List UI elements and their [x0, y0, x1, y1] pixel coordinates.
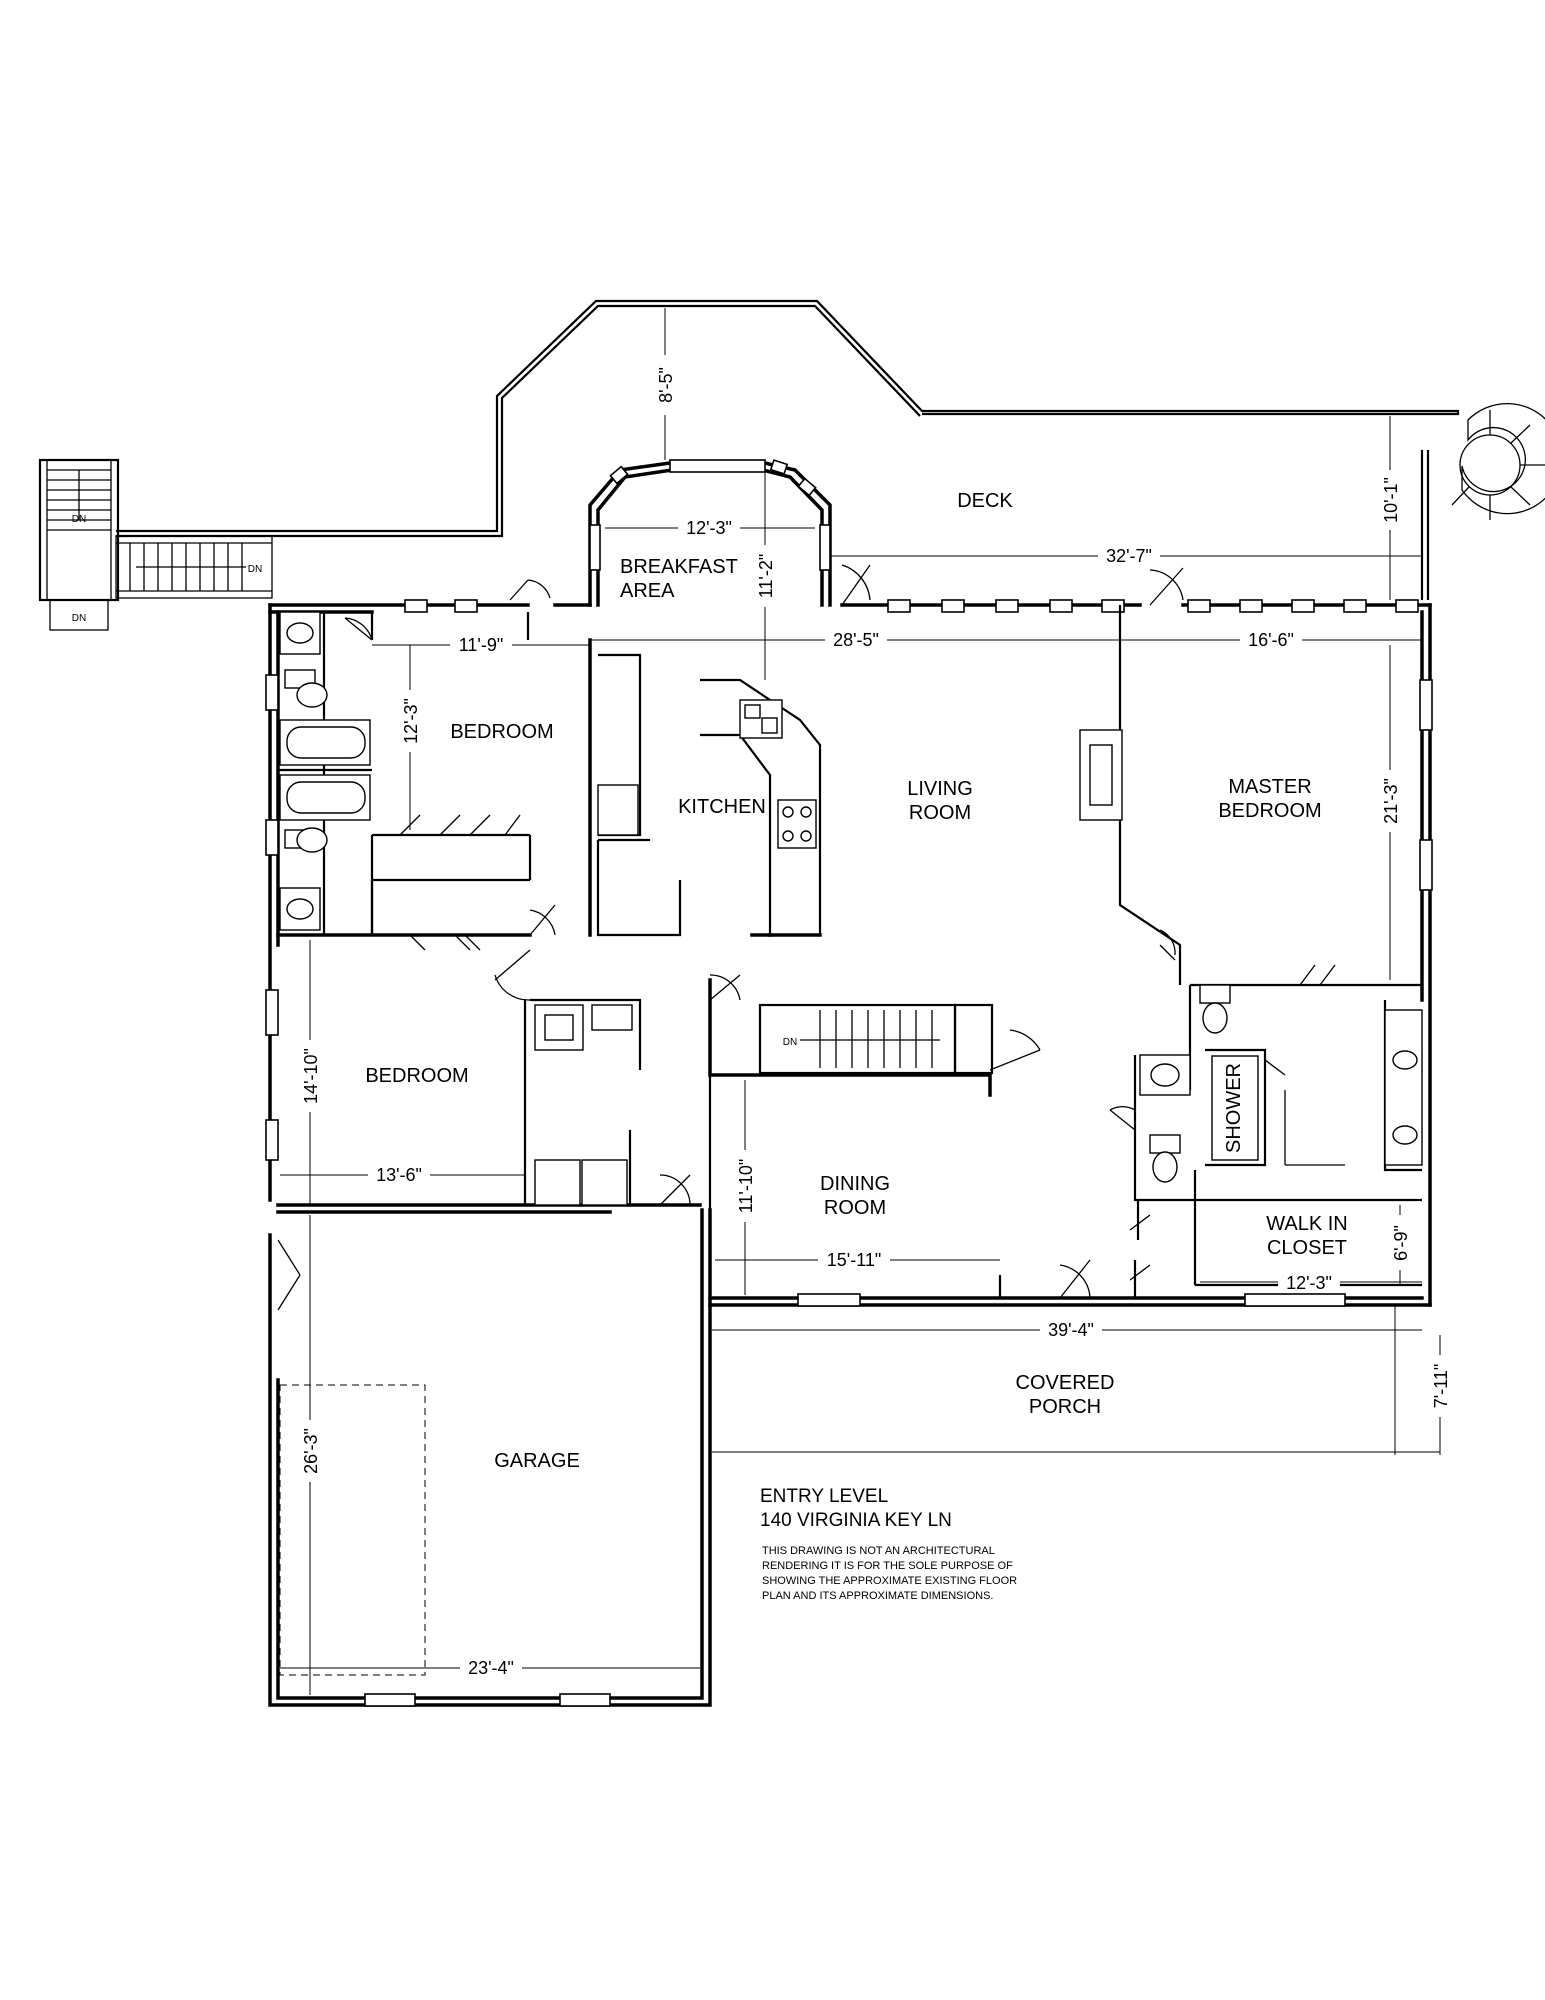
room-master-line2: BEDROOM — [1218, 800, 1321, 822]
room-closet-line2: CLOSET — [1267, 1237, 1347, 1259]
dim-bedroom-upper-depth: 12'-3" — [401, 698, 421, 744]
dim-dining-depth: 11'-10" — [736, 1159, 756, 1214]
dim-bedroom-lower-width: 13'-6" — [376, 1165, 422, 1185]
dim-deck-right: 10'-1" — [1381, 477, 1401, 523]
dimension-labels: 8'-5" 10'-1" 12'-3" 11'-2" 32'-7" 11'-9"… — [297, 355, 1453, 1678]
breakfast-bay — [588, 459, 832, 607]
dim-bedroom-upper-width: 11'-9" — [459, 635, 504, 655]
room-garage: GARAGE — [494, 1450, 580, 1472]
title-line1: ENTRY LEVEL — [760, 1486, 888, 1507]
dim-breakfast-width: 12'-3" — [686, 518, 732, 538]
room-shower: SHOWER — [1223, 1063, 1245, 1153]
left-bath-fixtures — [279, 611, 371, 931]
interior-stair: DN — [783, 1010, 940, 1068]
doors — [277, 564, 1336, 1311]
room-deck: DECK — [957, 490, 1013, 512]
spiral-stair — [1451, 402, 1545, 520]
dim-dining-width: 15'-11" — [827, 1250, 882, 1270]
dim-garage-depth: 26'-3" — [301, 1428, 321, 1474]
room-dining-line1: DINING — [820, 1173, 890, 1195]
stair-dn-label: DN — [72, 514, 86, 525]
garage-car-outline — [279, 1384, 426, 1676]
room-living-line1: LIVING — [907, 778, 973, 800]
interior-walls — [276, 605, 1423, 1298]
room-labels: DECK BREAKFAST AREA BEDROOM KITCHEN LIVI… — [365, 490, 1347, 1472]
room-closet-line1: WALK IN — [1266, 1213, 1348, 1235]
room-kitchen: KITCHEN — [678, 796, 766, 818]
room-porch-line1: COVERED — [1016, 1372, 1115, 1394]
stair-dn-label: DN — [248, 564, 262, 575]
disclaimer-line2: RENDERING IT IS FOR THE SOLE PURPOSE OF — [762, 1560, 1013, 1572]
dim-porch-depth: 7'-11" — [1431, 1364, 1451, 1409]
windows-side — [265, 674, 1433, 1707]
dim-deck-depth: 8'-5" — [656, 367, 676, 403]
dim-deck-width: 32'-7" — [1106, 546, 1152, 566]
room-porch-line2: PORCH — [1029, 1396, 1101, 1418]
room-dining-line2: ROOM — [824, 1197, 886, 1219]
dim-breakfast-depth: 11'-2" — [756, 554, 776, 599]
room-breakfast-line2: AREA — [620, 580, 675, 602]
stair-dn-label: DN — [783, 1037, 797, 1048]
room-master-line1: MASTER — [1228, 776, 1311, 798]
title-line2: 140 VIRGINIA KEY LN — [760, 1510, 952, 1531]
dim-closet-width: 12'-3" — [1286, 1273, 1332, 1293]
dim-closet-depth: 6'-9" — [1391, 1225, 1411, 1261]
windows-top — [404, 599, 1419, 613]
title-block: ENTRY LEVEL 140 VIRGINIA KEY LN THIS DRA… — [760, 1486, 1017, 1602]
dim-porch-width: 39'-4" — [1048, 1320, 1094, 1340]
disclaimer-line1: THIS DRAWING IS NOT AN ARCHITECTURAL — [762, 1545, 995, 1557]
disclaimer-line3: SHOWING THE APPROXIMATE EXISTING FLOOR — [762, 1575, 1017, 1587]
deck-outline — [116, 299, 1460, 600]
room-breakfast-line1: BREAKFAST — [620, 556, 738, 578]
exterior-stair-left: DN DN DN — [38, 458, 273, 631]
room-living-line2: ROOM — [909, 802, 971, 824]
dim-bedroom-lower-depth: 14'-10" — [301, 1048, 321, 1104]
room-bedroom-upper: BEDROOM — [450, 721, 553, 743]
room-bedroom-lower: BEDROOM — [365, 1065, 468, 1087]
dim-living-width: 28'-5" — [833, 630, 879, 650]
disclaimer-line4: PLAN AND ITS APPROXIMATE DIMENSIONS. — [762, 1590, 993, 1602]
dim-master-width: 16'-6" — [1248, 630, 1294, 650]
dim-garage-width: 23'-4" — [468, 1658, 514, 1678]
stair-dn-label: DN — [72, 613, 86, 624]
dim-master-depth: 21'-3" — [1381, 778, 1401, 824]
